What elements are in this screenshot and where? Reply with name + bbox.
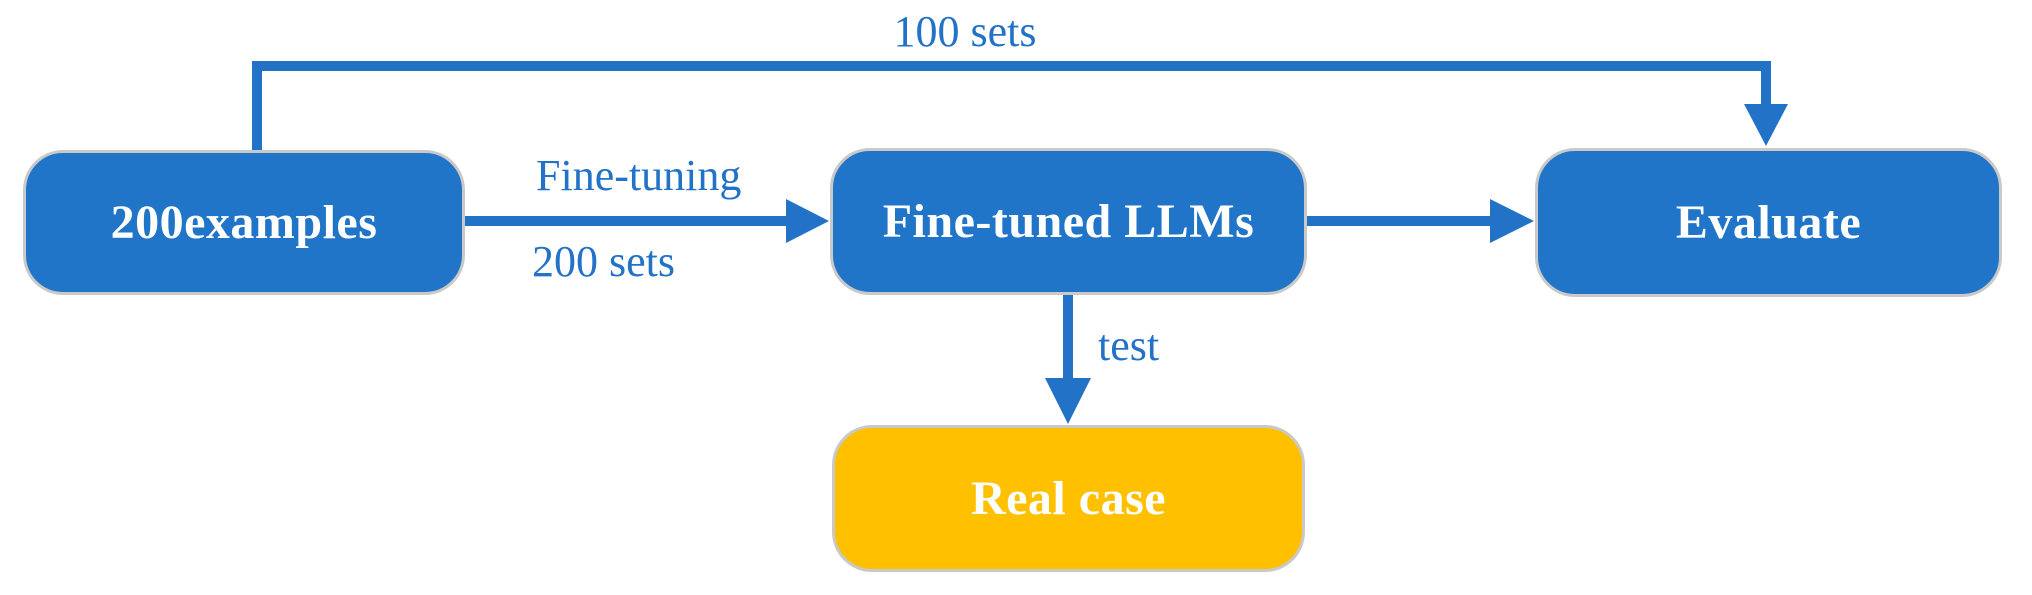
node-200examples-label: 200examples <box>110 196 378 249</box>
edge-label-200-sets: 200 sets <box>532 237 675 286</box>
node-real-case-label: Real case <box>970 472 1167 525</box>
edge-evaluate-arrow <box>1307 199 1534 243</box>
edge-label-100-sets: 100 sets <box>893 7 1037 56</box>
edge-100-sets-arrow <box>252 61 1788 150</box>
node-real-case: Real case <box>832 425 1305 572</box>
edge-label-fine-tuning: Fine-tuning <box>536 151 742 200</box>
node-fine-tuned-llms: Fine-tuned LLMs <box>830 148 1307 295</box>
node-fine-tuned-llms-label: Fine-tuned LLMs <box>882 195 1255 248</box>
node-evaluate: Evaluate <box>1535 148 2002 297</box>
node-200examples: 200examples <box>23 150 465 295</box>
edge-label-test: test <box>1098 321 1160 370</box>
node-evaluate-label: Evaluate <box>1675 196 1862 249</box>
edge-test-arrow <box>1045 295 1091 424</box>
